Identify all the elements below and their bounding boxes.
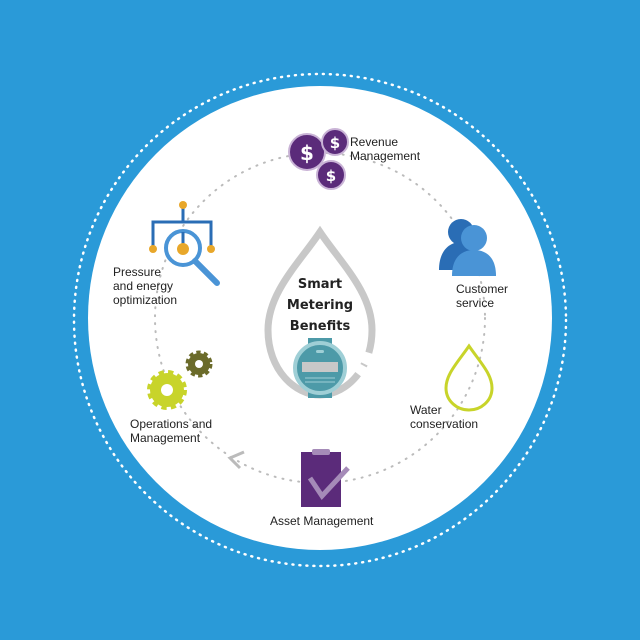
label-pressure-energy: Pressure and energy optimization (113, 265, 177, 307)
label-line: service (456, 296, 495, 310)
magnifier-network-icon (149, 201, 220, 286)
clipboard-check-icon (301, 449, 350, 507)
label-line: Operations and (130, 417, 213, 431)
water-drop-icon (444, 343, 494, 412)
label-customer-service: Customer service (456, 282, 508, 310)
label-line: Revenue (350, 135, 399, 149)
label-operations-management: Operations and Management (130, 417, 212, 445)
cycle-arrow-icon (227, 450, 245, 470)
svg-text:$: $ (330, 134, 340, 152)
label-line: Pressure (113, 265, 162, 279)
title-line: Smart (297, 277, 343, 292)
title-line: Metering (286, 298, 354, 313)
label-line: Management (350, 149, 421, 163)
central-drop-meter-icon (264, 225, 376, 399)
svg-text:$: $ (326, 167, 336, 185)
label-line: and energy (113, 279, 174, 293)
dollar-coins-icon: $ $ $ (288, 128, 349, 190)
label-line: Customer (456, 282, 509, 296)
users-icon (439, 219, 496, 276)
label-revenue-management: Revenue Management (350, 135, 420, 163)
label-water-conservation: Water conservation (410, 403, 478, 431)
label-line: Water (410, 403, 442, 417)
title-line: Benefits (289, 319, 351, 334)
label-line: Management (130, 431, 201, 445)
label-line: optimization (113, 293, 178, 307)
label-line: conservation (410, 417, 479, 431)
svg-text:$: $ (300, 141, 314, 165)
diagram-title: Smart Metering Benefits (270, 274, 370, 337)
outer-dotted-ring (72, 72, 568, 568)
gears-icon (147, 350, 213, 410)
label-line: Asset Management (270, 514, 374, 528)
label-asset-management: Asset Management (270, 514, 373, 528)
